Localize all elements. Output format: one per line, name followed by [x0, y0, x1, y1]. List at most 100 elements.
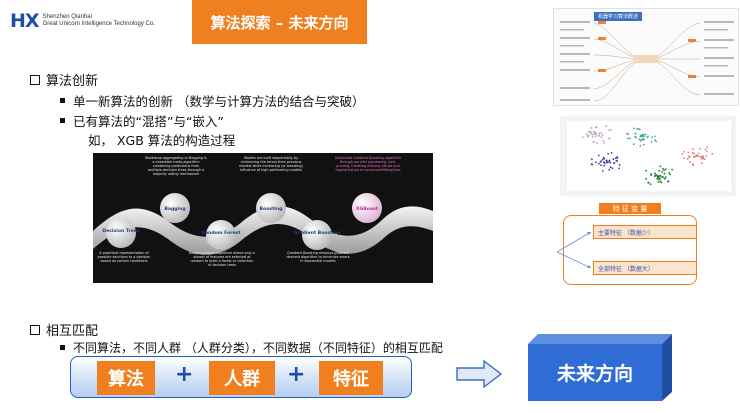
- scatter-point: [703, 158, 706, 161]
- checkbox-bullet-icon: [30, 74, 40, 85]
- caption-xgboost: Optimized Gradient Boosting algorithm th…: [335, 156, 402, 172]
- scatter-point: [590, 163, 593, 165]
- scatter-point: [659, 180, 662, 183]
- right-arrow-icon: [456, 360, 502, 388]
- section-heading-algorithm-innovation: 算法创新: [30, 70, 98, 89]
- scatter-point: [659, 165, 662, 168]
- node-label: Decision Trees: [102, 228, 140, 234]
- scatter-point: [650, 140, 653, 143]
- scatter-point: [604, 162, 606, 165]
- bullet-text: 已有算法的“混搭”与“嵌入”: [73, 114, 224, 129]
- scatter-point: [641, 133, 644, 136]
- scatter-point: [689, 161, 692, 163]
- scatter-point: [663, 169, 665, 171]
- scatter-point: [706, 146, 709, 149]
- scatter-point: [683, 151, 685, 153]
- scatter-point: [640, 138, 643, 141]
- mindmap-thumbnail: 机器学习算法概述: [553, 8, 739, 106]
- scatter-point: [608, 129, 610, 131]
- xgboost-evolution-diagram: Decision Trees Bagging Random Forest Boo…: [93, 153, 433, 283]
- scatter-point: [636, 128, 638, 130]
- scatter-point: [705, 155, 708, 157]
- node-decision-trees: [106, 218, 136, 248]
- scatter-point: [639, 140, 642, 142]
- scatter-point: [695, 154, 697, 157]
- scatter-point: [667, 180, 669, 183]
- node-boosting: [256, 193, 286, 223]
- scatter-point: [657, 181, 660, 183]
- scatter-point: [610, 129, 613, 132]
- scatter-point: [608, 168, 611, 171]
- logo-mark: HX: [10, 10, 40, 32]
- scatter-point: [701, 157, 704, 160]
- scatter-point: [588, 134, 590, 137]
- scatter-point: [634, 132, 637, 135]
- scatter-point: [612, 158, 615, 161]
- scatter-point: [658, 175, 660, 177]
- scatter-point: [644, 133, 647, 136]
- bullet-text: 单一新算法的创新 （数学与计算方法的结合与突破）: [73, 94, 365, 109]
- formula-item-feature: 特征: [319, 361, 383, 395]
- scatter-point: [654, 139, 657, 142]
- scatter-point: [653, 175, 656, 178]
- scatter-point: [614, 157, 617, 160]
- scatter-point: [618, 167, 620, 170]
- scatter-point: [600, 164, 602, 166]
- formula-bar: 算法 + 人群 + 特征: [70, 356, 412, 398]
- node-bagging: [160, 193, 190, 223]
- node-random-forest: [206, 220, 236, 250]
- scatter-point: [697, 152, 700, 155]
- scatter-point: [593, 133, 596, 136]
- section2-heading-text: 相互匹配: [46, 324, 99, 339]
- box-3d-edge: [528, 334, 672, 401]
- scatter-point: [601, 134, 604, 137]
- scatter-point: [602, 161, 605, 164]
- scatter-point: [589, 130, 592, 133]
- scatter-point: [613, 162, 616, 164]
- square-bullet-icon: [60, 345, 65, 350]
- scatter-point: [705, 150, 708, 153]
- scatter-point: [626, 137, 629, 140]
- scatter-point: [593, 141, 596, 143]
- scatter-point: [647, 181, 650, 184]
- scatter-point: [692, 164, 695, 167]
- bullet-item: 已有算法的“混搭”与“嵌入”: [60, 111, 224, 130]
- cluster-scatter-thumbnail: [560, 116, 736, 196]
- scatter-point: [686, 158, 689, 160]
- scatter-point: [635, 136, 637, 139]
- scatter-point: [618, 164, 621, 166]
- scatter-point: [655, 140, 658, 143]
- scatter-point: [656, 178, 659, 180]
- scatter-point: [638, 128, 641, 131]
- example-text: 如， XGB 算法的构造过程: [88, 133, 236, 148]
- logo-name-line1: Shenzhen Qianhai: [42, 14, 92, 20]
- scatter-point: [642, 143, 645, 146]
- mindmap-graphic: [560, 21, 734, 102]
- scatter-point: [711, 152, 714, 155]
- scatter-point: [603, 157, 606, 160]
- scatter-point: [603, 164, 605, 167]
- scatter-point: [681, 153, 684, 156]
- scatter-point: [591, 133, 593, 136]
- scatter-point: [700, 162, 703, 165]
- scatter-point: [668, 172, 671, 174]
- scatter-point: [639, 145, 642, 147]
- bullet-item: 单一新算法的创新 （数学与计算方法的结合与突破）: [60, 91, 364, 110]
- feature-connector-arrows: [556, 231, 592, 269]
- scatter-point: [605, 159, 608, 162]
- scatter-point: [626, 132, 629, 135]
- scatter-point: [658, 170, 660, 172]
- scatter-point: [608, 137, 611, 140]
- scatter-point: [682, 157, 685, 160]
- scatter-point: [603, 142, 605, 144]
- bullet-text: 不同算法，不同人群 （人群分类），不同数据（不同特征）的相互匹配: [73, 341, 443, 355]
- square-bullet-icon: [60, 98, 65, 103]
- node-label: Boosting: [260, 206, 283, 212]
- scatter-point: [642, 135, 644, 138]
- scatter-point: [638, 138, 641, 141]
- scatter-point: [585, 133, 588, 136]
- scatter-point: [602, 139, 605, 142]
- scatter-point: [609, 162, 612, 164]
- scatter-point: [649, 183, 652, 186]
- scatter-point: [596, 142, 598, 145]
